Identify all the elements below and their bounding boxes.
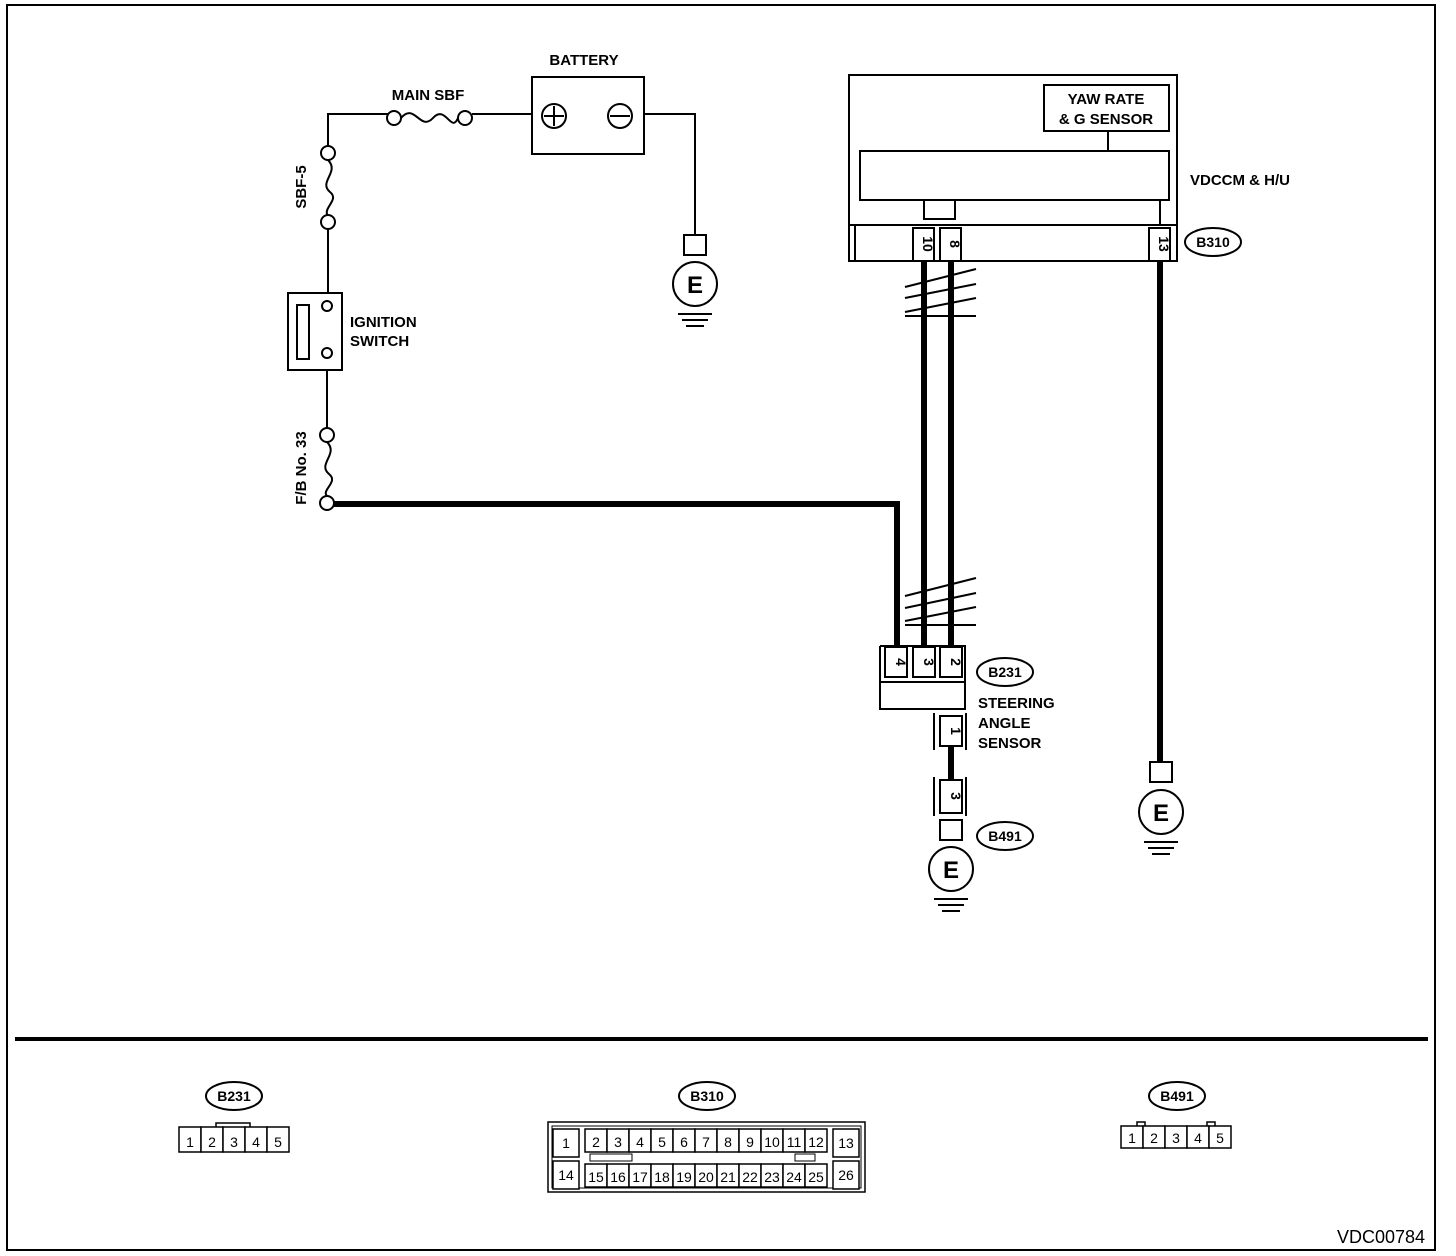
b310-face-bottom-pin: 21 [720,1169,736,1185]
b310-face-bottom-pin: 25 [808,1169,824,1185]
b310-face-bottom-pin: 19 [676,1169,692,1185]
power-wire [334,501,900,646]
b231-face-pin: 1 [186,1134,194,1150]
pin-b310-13: 13 [1156,236,1172,252]
ground-b491-letter: E [943,857,959,884]
sbf5-label: SBF-5 [293,165,310,208]
battery-positive-icon [541,103,567,129]
pin-b491-3: 3 [948,792,964,800]
pin-b231-1: 1 [948,727,964,735]
b310-face-top-pin: 6 [680,1134,688,1150]
ignition-switch [287,292,343,428]
b491-code-bottom: B491 [1160,1088,1194,1104]
b310-face-top-pin: 8 [724,1134,732,1150]
b231-code-top: B231 [988,664,1022,680]
b310-face-bottom-pin: 23 [764,1169,780,1185]
pin-b231-4: 4 [893,658,909,666]
steering-label-2: ANGLE [978,715,1031,732]
vdccm-unit [848,74,1178,262]
b231-face-pin: 5 [274,1134,282,1150]
yaw-label-1: YAW RATE [1068,91,1145,108]
diagram-frame [6,4,1436,1251]
b310-face-top-pin: 2 [592,1134,600,1150]
ground-battery-letter: E [687,272,703,299]
b310-face-bottom-cell [804,1163,828,1188]
b310-face-top-pin: 9 [746,1134,754,1150]
b310-face-top-pin: 5 [658,1134,666,1150]
sbf5-fuse [320,145,336,293]
yaw-label-2: & G SENSOR [1059,111,1153,128]
pin-b231-3: 3 [921,658,937,666]
b310-face-bottom-pin: 17 [632,1169,648,1185]
b310-face-top-pin: 11 [787,1134,802,1150]
b310-face-top-pin: 3 [614,1134,622,1150]
b491-code-top: B491 [988,828,1022,844]
b231-face-pin: 4 [252,1134,260,1150]
b231-face-pin: 2 [208,1134,216,1150]
b310-face-bottom-pin: 24 [786,1169,802,1185]
b310-face-right-pin: 13 [838,1135,854,1151]
b231-face-pin: 3 [230,1134,238,1150]
twist-marks-upper [904,268,977,317]
b310-face-bottom-pin: 22 [742,1169,758,1185]
vdccm-label: VDCCM & H/U [1190,172,1290,189]
b491-face-pin: 5 [1216,1130,1224,1146]
b310-face-bottom-pin: 16 [610,1169,626,1185]
steering-label-3: SENSOR [978,735,1042,752]
figure-id: VDC00784 [1337,1227,1425,1247]
b310-face-left-pin: 1 [562,1135,570,1151]
battery-ground-icon [672,234,718,327]
b310-code-bottom: B310 [690,1088,724,1104]
battery-negative-icon [607,103,633,129]
pin-b310-10: 10 [920,236,936,252]
b310-face-right-pin: 26 [838,1167,854,1183]
b310-face-bottom-pin: 20 [698,1169,714,1185]
b491-face-pin: 2 [1150,1130,1158,1146]
b310-face-top-pin: 10 [764,1134,780,1150]
b310-code-top: B310 [1196,234,1230,250]
fb33-label: F/B No. 33 [293,431,310,504]
main-sbf-label: MAIN SBF [392,87,465,104]
steering-angle-sensor [879,645,967,750]
fb33-fuse [319,427,335,511]
ignition-label-1: IGNITION [350,314,417,331]
b231-code-bottom: B231 [217,1088,251,1104]
b310-face-left-pin: 14 [558,1167,574,1183]
yaw-rate-sensor-box [1043,84,1170,132]
signal-wires [921,261,1163,762]
steering-label-1: STEERING [978,695,1055,712]
ground-b491-icon [928,846,974,892]
battery-circuit [327,76,696,235]
b491-face-pin: 3 [1172,1130,1180,1146]
b231-face-cell [266,1126,290,1153]
b310-face-bottom-pin: 15 [588,1169,604,1185]
b491-face-pin: 4 [1194,1130,1202,1146]
b310-face-bottom-pin: 18 [654,1169,670,1185]
b491-face-cell [1208,1125,1232,1149]
vdccm-ground [1138,761,1184,855]
ground-vdccm-letter: E [1153,800,1169,827]
pin-b310-8: 8 [947,240,963,248]
connector-ovals [205,227,1242,1111]
ignition-label-2: SWITCH [350,333,409,350]
pin-b231-2: 2 [948,658,964,666]
ground-vdccm-icon [1138,789,1184,835]
b491-ground [928,777,974,912]
twist-marks-lower [904,577,977,626]
b310-face-top-pin: 4 [636,1134,644,1150]
b310-face-top-pin: 12 [808,1134,824,1150]
b310-face-top-pin: 7 [702,1134,710,1150]
battery-label: BATTERY [549,52,618,69]
b491-face-pin: 1 [1128,1130,1136,1146]
b310-face-top-cell [804,1128,828,1153]
